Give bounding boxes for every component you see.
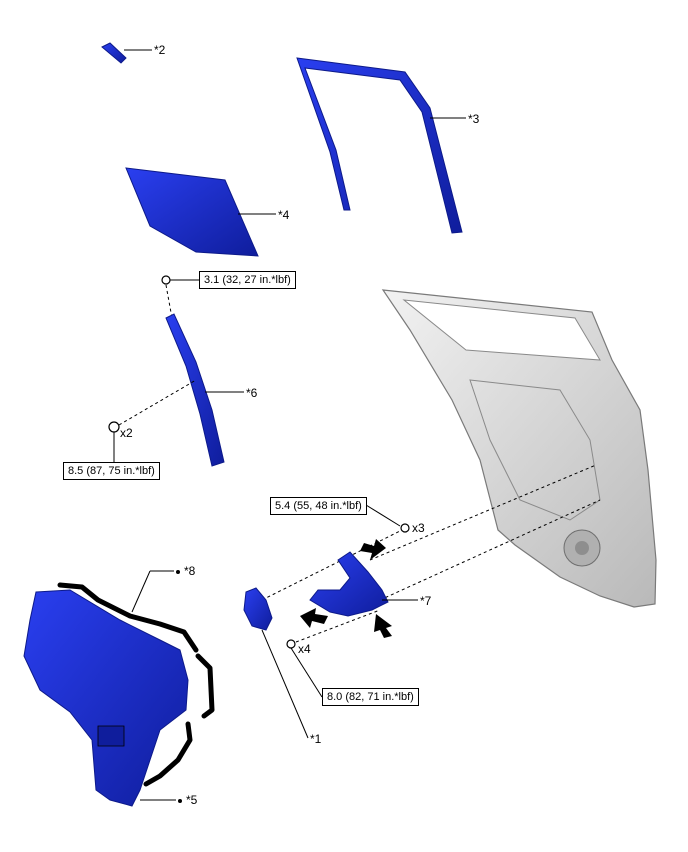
dash-bolt-bottom xyxy=(295,609,381,643)
leader-1 xyxy=(261,629,309,739)
glass-bolt xyxy=(161,275,171,285)
dash-bolt-top xyxy=(261,529,403,601)
torque-regulator-bottom: 8.0 (82, 71 in.*lbf) xyxy=(322,688,419,706)
dash-reg-bottom xyxy=(379,499,601,601)
part-5-service-hole-cover xyxy=(23,589,189,807)
callout-2: *2 xyxy=(154,43,166,57)
arrow-icon-reg-right xyxy=(374,614,392,638)
torque-regulator-top: 5.4 (55, 48 in.*lbf) xyxy=(270,497,367,515)
dash-reg-top xyxy=(369,464,597,561)
channel-bolt xyxy=(108,421,120,433)
callout-8: *8 xyxy=(176,564,195,578)
arrow-icon-reg-left xyxy=(300,608,328,628)
door-inner-contour xyxy=(469,379,601,521)
dash-channel-bolt xyxy=(118,379,197,426)
part-7-window-regulator xyxy=(309,551,389,617)
leader-reg-top-torque xyxy=(365,504,401,527)
torque-glass-bolt: 3.1 (32, 27 in.*lbf) xyxy=(199,271,296,289)
callout-5-text: *5 xyxy=(186,793,198,807)
callout-6: *6 xyxy=(246,386,258,400)
callout-1: *1 xyxy=(310,732,322,746)
regulator-bolt-bottom xyxy=(286,639,296,649)
leader-8 xyxy=(131,570,151,613)
part-2-channel-piece xyxy=(101,42,127,64)
quantity-reg-bottom-bolt: x4 xyxy=(298,642,311,656)
arrow-icon-reg-top xyxy=(360,539,386,560)
callout-5: *5 xyxy=(178,793,197,807)
rear-door-panel xyxy=(381,289,657,608)
bullet-icon xyxy=(176,569,180,574)
callout-3: *3 xyxy=(468,112,480,126)
leader-reg-bottom-torque xyxy=(290,647,323,698)
dash-glass-bolt xyxy=(165,284,173,319)
callout-8-text: *8 xyxy=(184,564,196,578)
regulator-bolt-top xyxy=(400,523,410,533)
door-speaker-center xyxy=(575,541,589,555)
part-8-seal-tape xyxy=(57,582,215,787)
door-window-opening xyxy=(402,299,601,361)
part-6-lower-channel xyxy=(165,313,225,467)
part-4-door-glass xyxy=(125,167,259,257)
quantity-reg-top-bolt: x3 xyxy=(412,521,425,535)
callout-7: *7 xyxy=(420,594,432,608)
cover-cutout xyxy=(97,725,125,747)
bullet-icon xyxy=(178,798,182,803)
part-1-regulator-motor xyxy=(243,587,273,631)
quantity-channel-bolt: x2 xyxy=(120,426,133,440)
torque-channel-bolt: 8.5 (87, 75 in.*lbf) xyxy=(63,462,160,480)
callout-4: *4 xyxy=(278,208,290,222)
part-3-glass-run xyxy=(296,57,463,234)
